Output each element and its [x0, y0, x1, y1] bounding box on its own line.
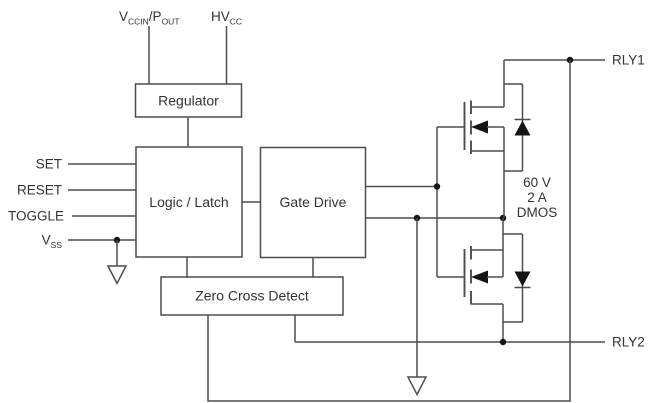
ground-symbol-common — [406, 376, 428, 397]
bottom-diode-triangle — [514, 271, 531, 287]
gate-drive-wiring — [365, 126, 507, 397]
top-diode-triangle — [514, 120, 531, 136]
top-mosfet-body-arrow — [471, 120, 488, 134]
regulator-label: Regulator — [158, 93, 219, 109]
bottom-mosfet-body-arrow — [471, 270, 488, 284]
gate-drive-block: Gate Drive — [259, 146, 367, 259]
bottom-body-diode — [503, 233, 531, 323]
relay-outputs: RLY1 RLY2 — [207, 53, 645, 402]
top-dmos-mosfet — [463, 60, 531, 218]
pin-label-set: SET — [36, 157, 62, 172]
top-body-diode — [504, 83, 531, 172]
regulator-box — [134, 83, 243, 118]
logic-latch-block: Logic / Latch — [135, 146, 243, 258]
zero-cross-detect-label: Zero Cross Detect — [195, 288, 309, 304]
dmos-rating-label: 60 V 2 A DMOS — [517, 175, 558, 220]
ground-symbol-vss — [106, 265, 128, 286]
bottom-dmos-mosfet — [463, 218, 531, 342]
dmos-rating-line1: 60 V — [523, 175, 551, 190]
pin-label-rly1: RLY1 — [612, 53, 645, 68]
logic-latch-label: Logic / Latch — [149, 194, 228, 210]
power-pins: VCCIN/POUT HVCC — [119, 9, 242, 84]
gate-drive-label: Gate Drive — [280, 194, 347, 210]
dmos-rating-line2: 2 A — [527, 190, 547, 205]
junction-dot-gate — [433, 183, 441, 190]
pin-label-toggle: TOGGLE — [8, 209, 64, 224]
zero-cross-detect-box — [160, 276, 344, 316]
pin-label-vss: VSS — [42, 233, 63, 251]
logic-latch-box — [135, 146, 243, 258]
zero-cross-detect-block: Zero Cross Detect — [160, 276, 344, 316]
dmos-rating-line3: DMOS — [517, 205, 558, 220]
pin-label-rly2: RLY2 — [612, 335, 645, 350]
pin-label-reset: RESET — [17, 183, 62, 198]
wire-zerocross-rly1-sense — [207, 60, 571, 402]
input-pins: SET RESET TOGGLE VSS — [8, 157, 136, 286]
junction-dot-rly2 — [499, 338, 507, 346]
pin-label-vccin-pout: VCCIN/POUT — [119, 9, 180, 27]
regulator-block: Regulator — [134, 83, 243, 118]
pin-label-hvcc: HVCC — [211, 9, 242, 27]
